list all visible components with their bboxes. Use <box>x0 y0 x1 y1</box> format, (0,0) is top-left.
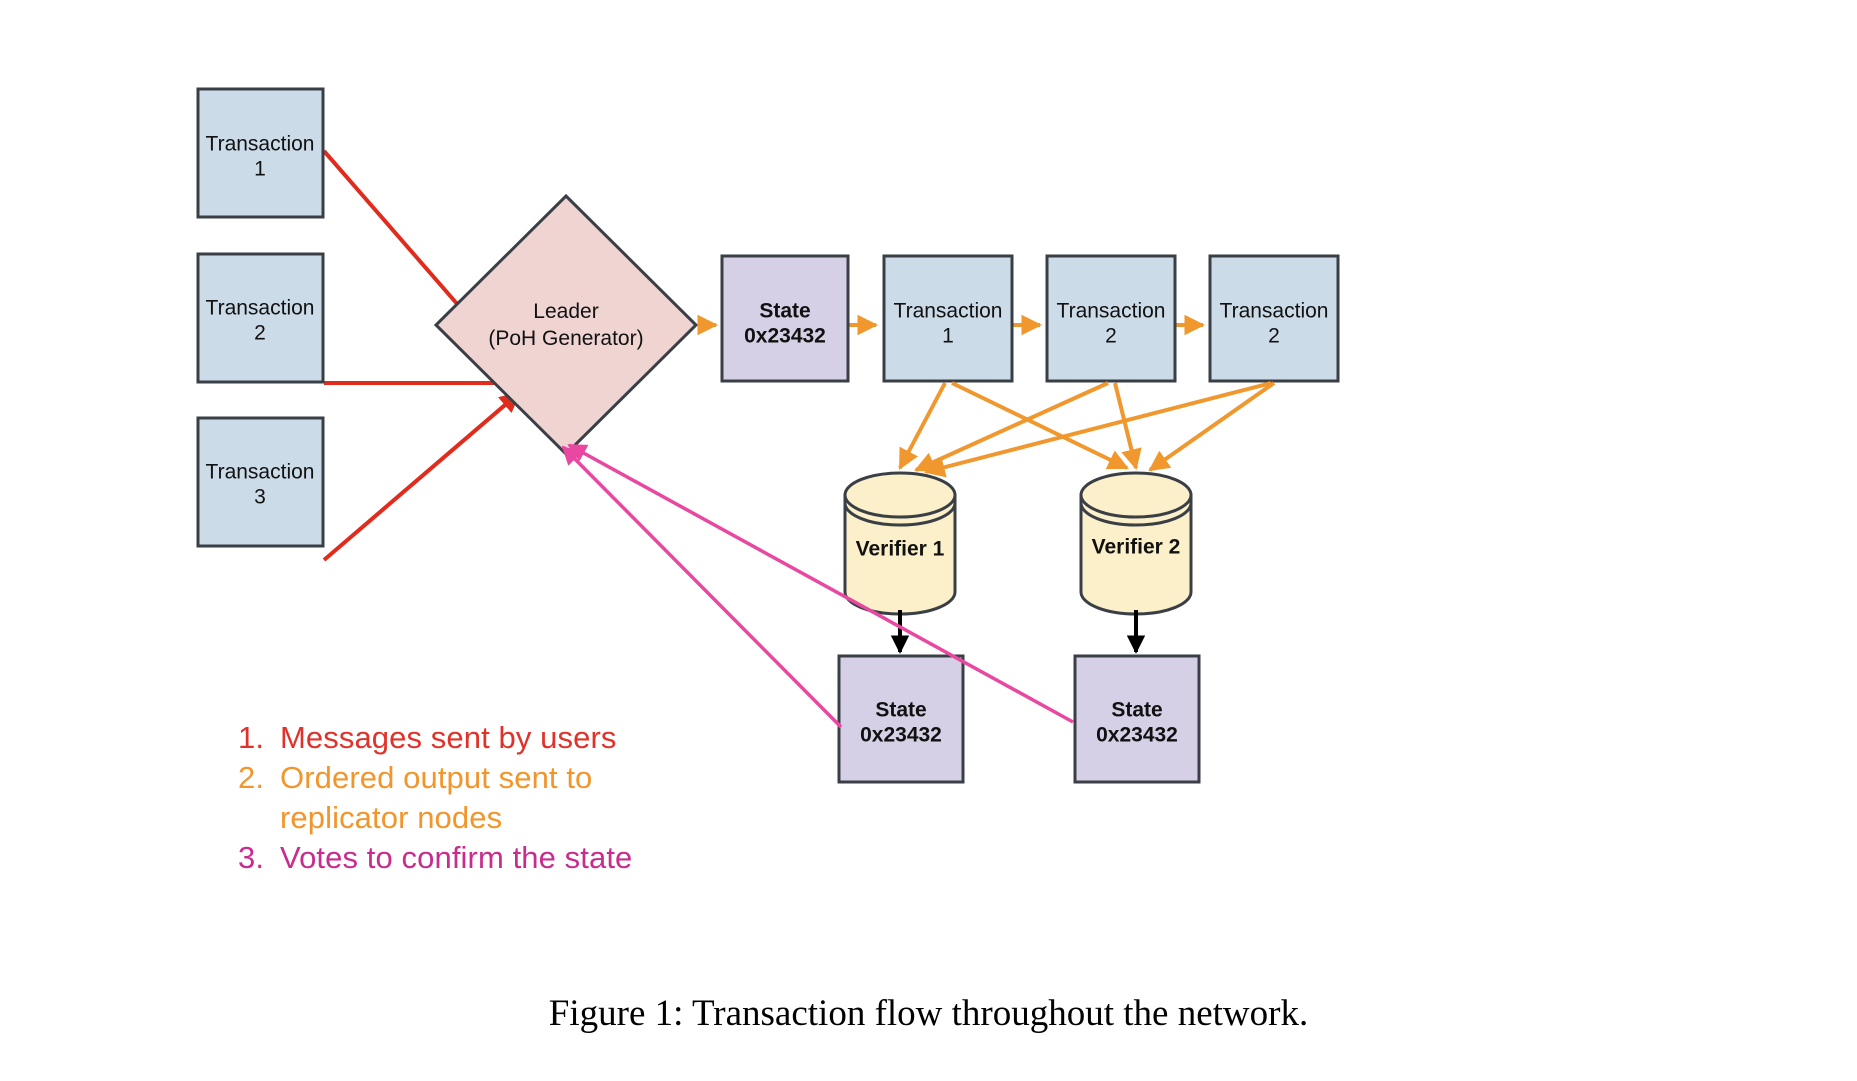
edge-group-verifier-state <box>890 610 1146 654</box>
edge-group-votes <box>561 443 1074 729</box>
verified-state-1[interactable]: State 0x23432 <box>837 654 965 784</box>
ledger-transaction-3[interactable]: Transaction 2 <box>1208 254 1340 383</box>
verifier-2-node[interactable]: Verifier 2 <box>1079 471 1193 616</box>
incoming-transaction-3-line2: 3 <box>254 486 266 509</box>
ledger-state-node[interactable]: State 0x23432 <box>720 254 850 383</box>
edge-verified-state-1-vote-to-leader <box>561 445 843 729</box>
edge-ledger-transaction-1-to-verifier-1 <box>898 382 947 470</box>
legend-item-2-text: Ordered output sent to <box>280 759 593 795</box>
verifier-1-rim-top <box>843 471 957 519</box>
ledger-transaction-3-line2: 2 <box>1268 325 1280 348</box>
figure-caption: Figure 1: Transaction flow throughout th… <box>548 993 1309 1034</box>
incoming-transaction-2[interactable]: Transaction 2 <box>196 252 325 384</box>
ledger-state-line1: State <box>759 300 810 323</box>
edge-ledger-transaction-2-to-verifier-2 <box>1113 382 1142 471</box>
ledger-transaction-1[interactable]: Transaction 1 <box>882 254 1014 383</box>
incoming-transaction-1-line1: Transaction <box>206 133 315 156</box>
verified-state-1-line2: 0x23432 <box>860 724 942 747</box>
verifier-2-body <box>1079 493 1193 616</box>
legend-item-3-number: 3. <box>238 839 265 875</box>
verifier-1-label: Verifier 1 <box>856 538 945 561</box>
legend-item-1-number: 1. <box>238 720 265 755</box>
verified-state-2-line1: State <box>1111 699 1162 722</box>
legend-item-2-continuation: replicator nodes <box>238 798 798 838</box>
legend-item-3: 3. Votes to confirm the state <box>238 838 798 878</box>
verified-state-2-line2: 0x23432 <box>1096 724 1178 747</box>
leader-label-line1: Leader <box>533 300 598 323</box>
edge-ledger-transaction-3-to-verifier-1 <box>923 381 1272 478</box>
legend-item-1-text: Messages sent by users <box>280 720 617 755</box>
leader-label-line2: (PoH Generator) <box>488 327 643 350</box>
legend-item-2: 2. Ordered output sent to <box>238 758 798 798</box>
legend-item-3-text: Votes to confirm the state <box>280 839 633 875</box>
verifier-2-rim-top <box>1079 471 1193 519</box>
verified-state-1-line1: State <box>875 699 926 722</box>
legend-item-1: 1. Messages sent by users <box>238 718 798 758</box>
ledger-state-line2: 0x23432 <box>744 325 826 348</box>
edge-verified-state-2-vote-to-leader <box>567 443 1074 724</box>
incoming-transaction-1-line2: 1 <box>254 158 266 181</box>
ledger-transaction-2-line1: Transaction <box>1057 300 1166 323</box>
edge-transaction3-to-leader <box>322 391 521 562</box>
ledger-transaction-1-line1: Transaction <box>894 300 1003 323</box>
legend: 1. Messages sent by users 2. Ordered out… <box>238 718 798 878</box>
legend-item-2-continuation-text: replicator nodes <box>280 799 503 835</box>
ledger-transaction-3-line1: Transaction <box>1220 300 1329 323</box>
edge-ledger-transaction-3-to-verifier-2 <box>1148 381 1276 472</box>
leader-node[interactable]: Leader (PoH Generator) <box>433 193 699 457</box>
incoming-transaction-2-line1: Transaction <box>206 297 315 320</box>
incoming-transaction-2-line2: 2 <box>254 322 266 345</box>
incoming-transaction-3[interactable]: Transaction 3 <box>196 416 325 548</box>
ledger-transaction-2-line2: 2 <box>1105 325 1117 348</box>
verified-state-2[interactable]: State 0x23432 <box>1073 654 1201 784</box>
incoming-transaction-1[interactable]: Transaction 1 <box>196 87 325 219</box>
incoming-transaction-3-line1: Transaction <box>206 461 315 484</box>
ledger-transaction-1-line2: 1 <box>942 325 954 348</box>
legend-item-2-number: 2. <box>238 759 265 795</box>
leader-diamond-shape <box>433 193 699 457</box>
edge-group-to-verifiers <box>898 381 1276 478</box>
verifier-2-label: Verifier 2 <box>1092 536 1181 559</box>
verifier-1-node[interactable]: Verifier 1 <box>843 471 957 616</box>
edge-ledger-transaction-1-to-verifier-2 <box>951 381 1129 470</box>
ledger-transaction-2[interactable]: Transaction 2 <box>1045 254 1177 383</box>
edge-ledger-transaction-2-to-verifier-1 <box>914 381 1109 472</box>
